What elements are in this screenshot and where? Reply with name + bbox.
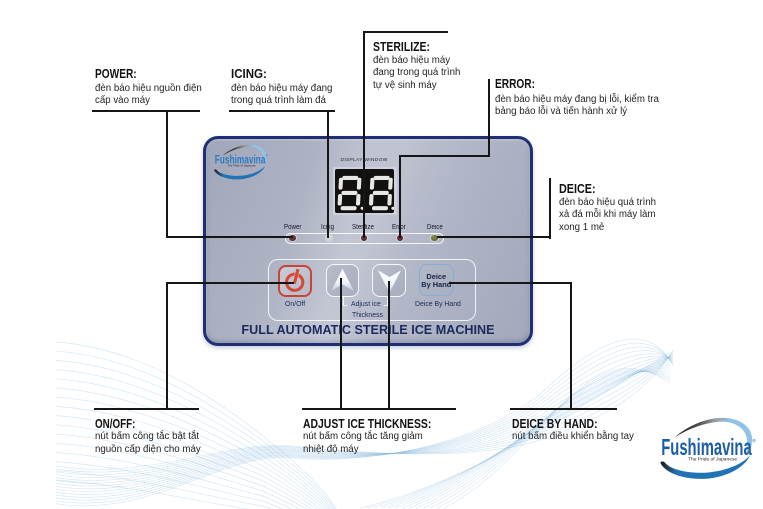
- svg-text:Fushimavina: Fushimavina: [215, 153, 266, 166]
- svg-text:Fushimavina: Fushimavina: [661, 434, 752, 460]
- svg-text:The Pride of Japanese: The Pride of Japanese: [228, 164, 257, 167]
- svg-text:®: ®: [752, 437, 756, 444]
- svg-text:®: ®: [266, 153, 269, 157]
- svg-text:The Pride of Japanese: The Pride of Japanese: [688, 456, 738, 461]
